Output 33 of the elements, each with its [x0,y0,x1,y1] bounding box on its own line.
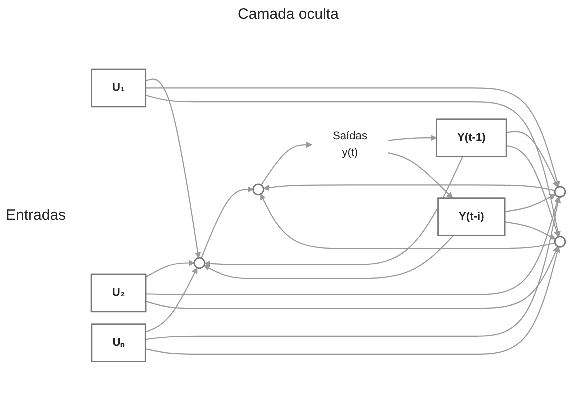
arrow [146,197,562,341]
arrow [146,88,560,188]
arrow [260,142,312,186]
arrow [204,236,454,280]
arrow [506,132,558,188]
arrow [388,135,437,142]
node-box: U₂ [90,274,147,313]
group-label: Entradas [6,207,66,224]
arrow [263,184,556,192]
arrow [146,260,195,278]
arrow [146,95,562,238]
arrow [504,222,556,240]
node-circle [252,184,264,196]
arrow [204,156,464,268]
arrow [146,197,560,296]
node-box: Y(t-i) [438,198,506,237]
node-circle [554,186,566,198]
node-text: Saídas y(t) [332,130,368,160]
arrow [201,186,254,259]
node-circle [194,258,206,270]
arrow [145,268,198,334]
layer-label: Camada oculta [238,6,339,23]
node-box: Uₙ [91,324,146,363]
arrow [146,79,202,259]
arrow [388,152,454,199]
arrow [506,146,560,238]
node-circle [554,236,566,248]
node-box: Y(t-1) [436,119,508,158]
arrow [504,194,556,213]
arrow [146,246,559,310]
node-box: U₁ [91,69,147,108]
arrow [260,194,556,250]
arrow [146,247,560,356]
